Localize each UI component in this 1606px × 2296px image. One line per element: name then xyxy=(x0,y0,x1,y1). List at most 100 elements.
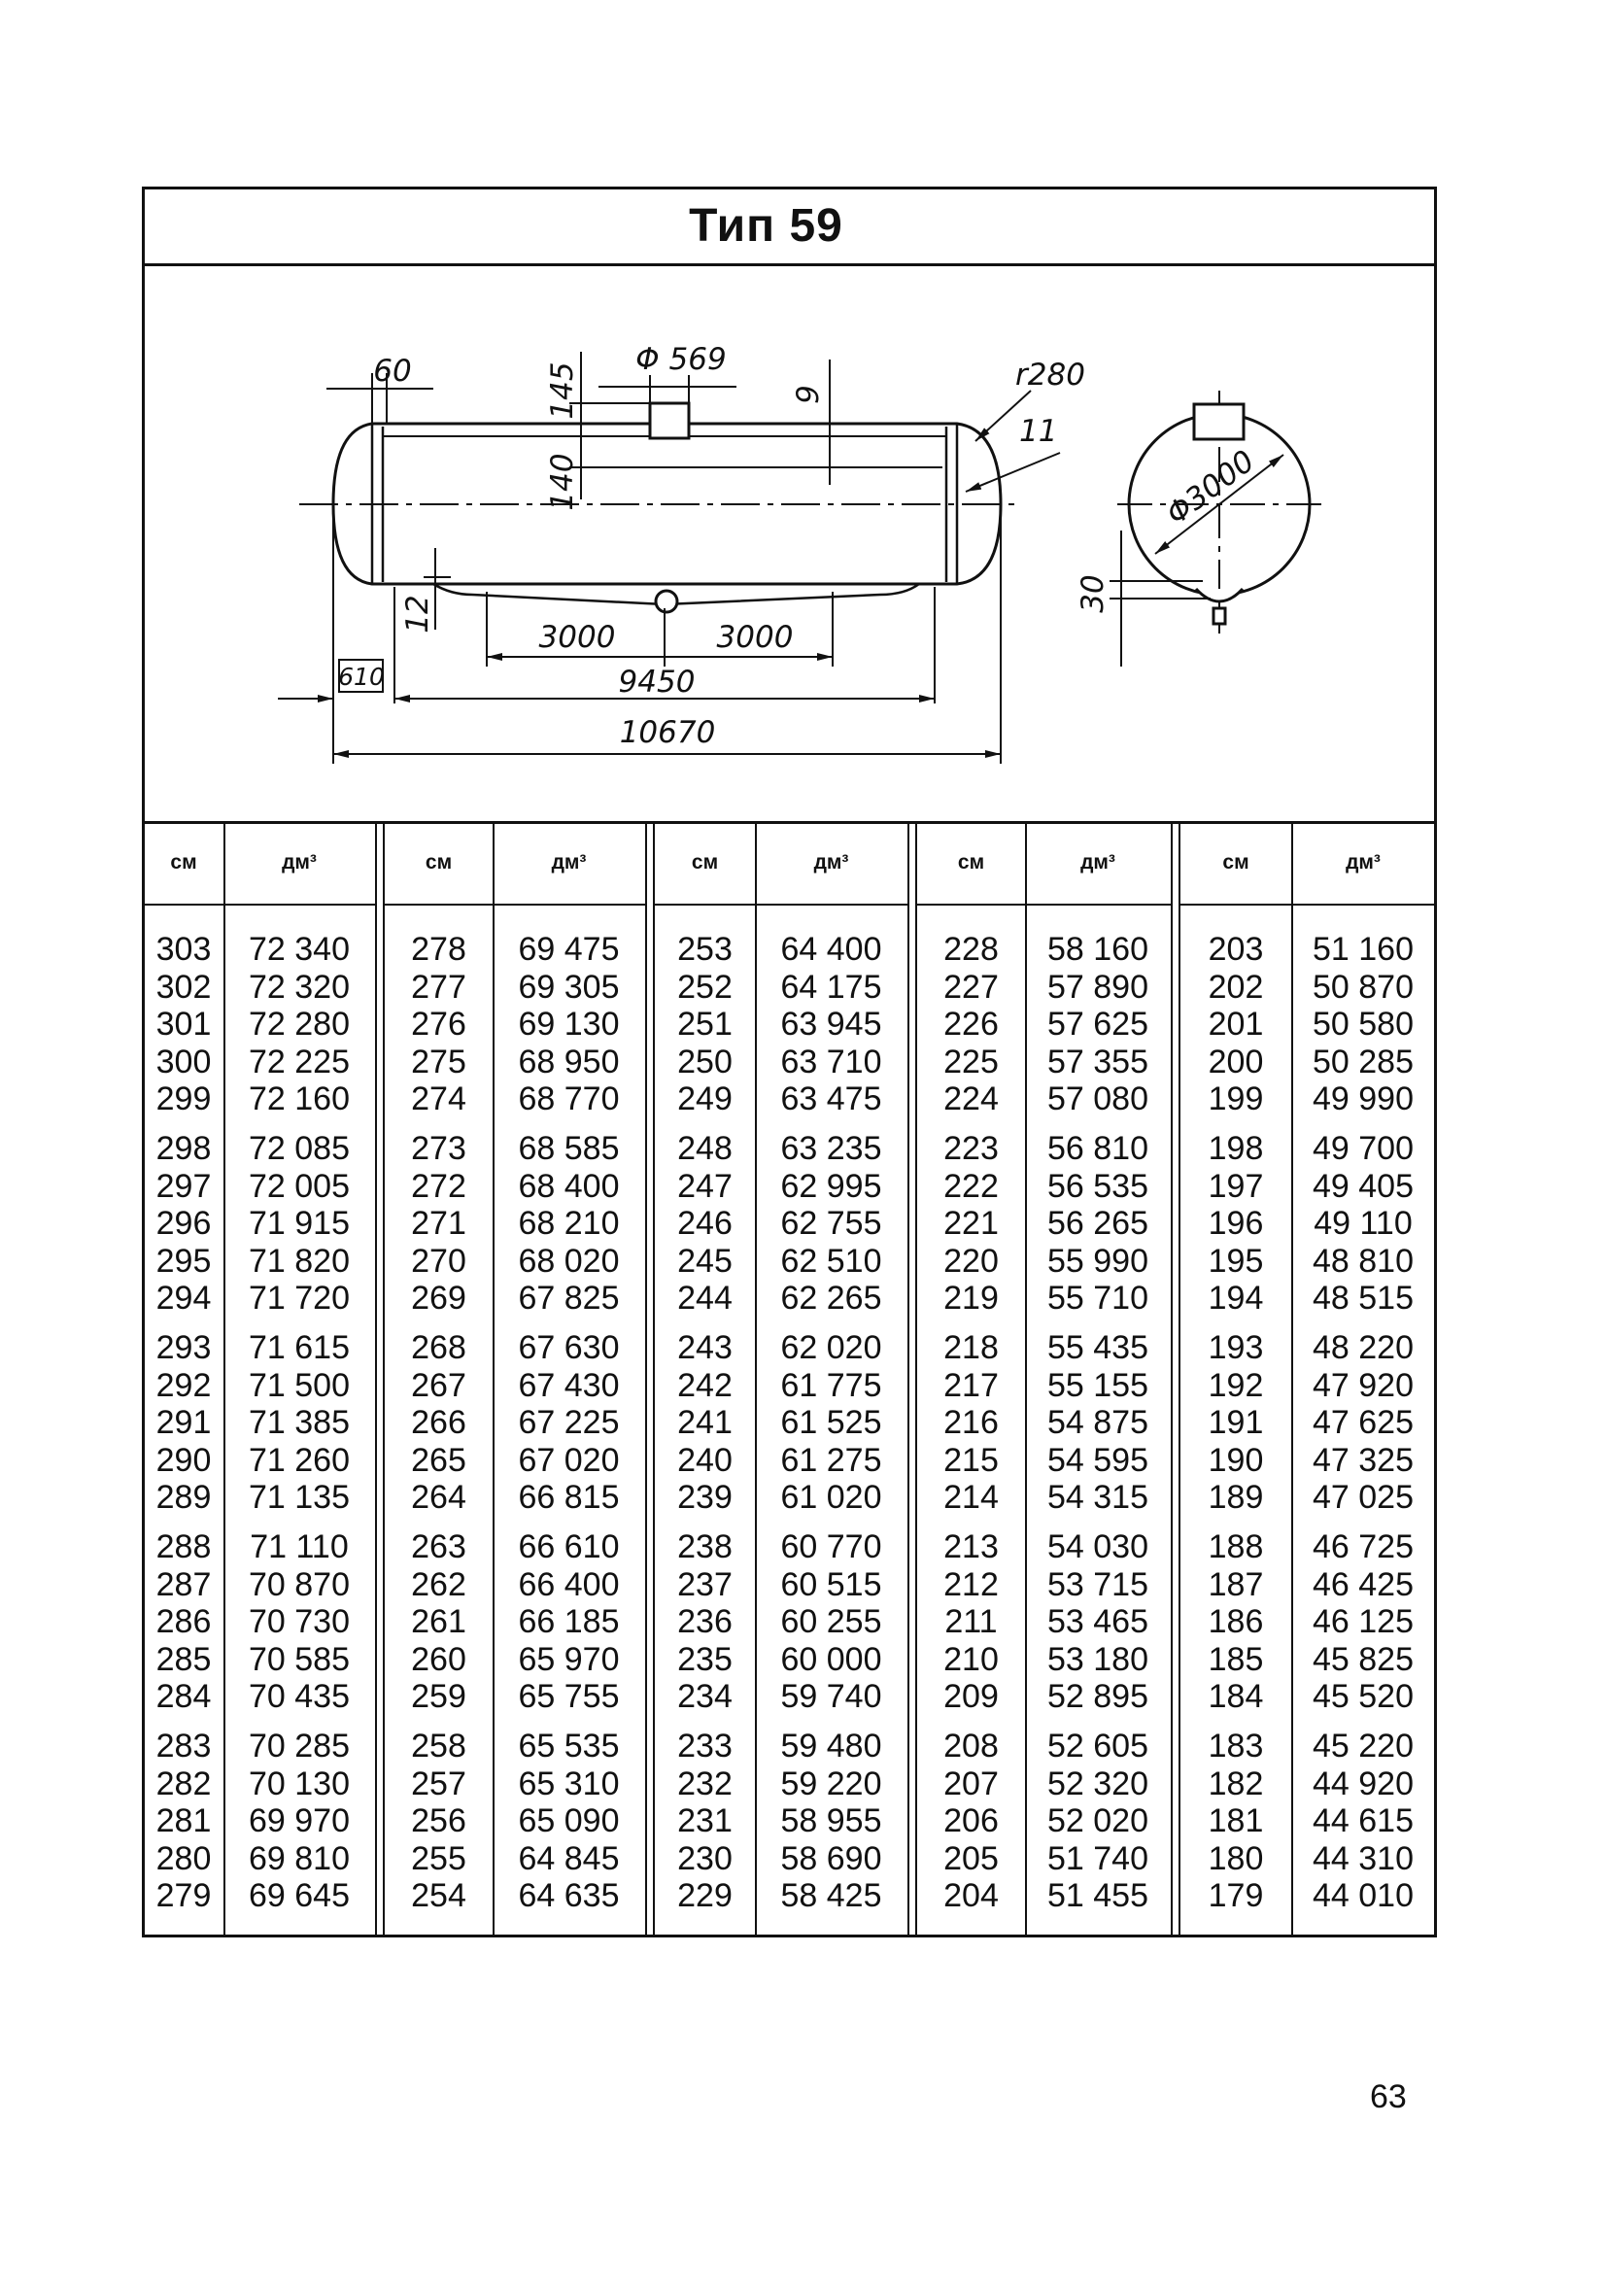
cell-cm: 193 xyxy=(1208,1329,1264,1366)
cell-dm3: 52 020 xyxy=(1047,1802,1148,1839)
cell-dm3: 60 770 xyxy=(780,1528,882,1565)
cell-dm3: 66 815 xyxy=(518,1479,620,1516)
cell-dm3: 68 585 xyxy=(518,1130,620,1167)
cell-dm3: 57 080 xyxy=(1047,1080,1148,1117)
cell-cm: 209 xyxy=(943,1678,999,1715)
label-30: 30 xyxy=(1076,574,1111,612)
cell-dm3: 72 280 xyxy=(249,1006,350,1043)
cell-cm: 302 xyxy=(155,968,212,1006)
cell-cm: 188 xyxy=(1208,1528,1264,1565)
cell-dm3: 67 430 xyxy=(518,1366,620,1404)
dim-r280-leader xyxy=(974,390,1032,442)
cell-cm: 288 xyxy=(155,1528,212,1565)
cell-dm3: 53 465 xyxy=(1047,1603,1148,1640)
page-number: 63 xyxy=(1370,2078,1407,2115)
header-dm3: дм³ xyxy=(1080,851,1115,874)
cell-cm: 246 xyxy=(677,1205,733,1242)
cell-dm3: 61 525 xyxy=(780,1404,882,1441)
cell-dm3: 66 185 xyxy=(518,1603,620,1640)
cell-cm: 187 xyxy=(1208,1565,1264,1603)
cell-cm: 289 xyxy=(155,1479,212,1516)
cell-cm: 279 xyxy=(155,1877,212,1914)
cell-dm3: 57 890 xyxy=(1047,968,1148,1006)
cell-dm3: 64 845 xyxy=(518,1839,620,1877)
cell-dm3: 58 955 xyxy=(780,1802,882,1839)
header-cm: см xyxy=(957,851,985,874)
cell-cm: 287 xyxy=(155,1565,212,1603)
cell-cm: 240 xyxy=(677,1441,733,1479)
cell-dm3: 44 010 xyxy=(1313,1877,1414,1914)
cell-dm3: 45 220 xyxy=(1313,1728,1414,1765)
cell-dm3: 52 320 xyxy=(1047,1765,1148,1802)
side-view-dimensions xyxy=(278,352,1061,764)
cell-cm: 296 xyxy=(155,1205,212,1242)
cell-dm3: 68 210 xyxy=(518,1205,620,1242)
cell-cm: 192 xyxy=(1208,1366,1264,1404)
cell-cm: 286 xyxy=(155,1603,212,1640)
cell-cm: 299 xyxy=(155,1080,212,1117)
cell-dm3: 72 160 xyxy=(249,1080,350,1117)
cell-cm: 197 xyxy=(1208,1167,1264,1205)
cell-dm3: 70 870 xyxy=(249,1565,350,1603)
label-140: 140 xyxy=(545,453,580,510)
cell-cm: 196 xyxy=(1208,1205,1264,1242)
cell-dm3: 68 950 xyxy=(518,1043,620,1080)
cell-dm3: 62 995 xyxy=(780,1167,882,1205)
cell-cm: 250 xyxy=(677,1043,733,1080)
end-view-diameter-line xyxy=(1154,454,1284,555)
cell-dm3: 59 740 xyxy=(780,1678,882,1715)
cell-cm: 282 xyxy=(155,1765,212,1802)
cell-cm: 238 xyxy=(677,1528,733,1565)
cell-cm: 194 xyxy=(1208,1280,1264,1317)
cell-cm: 292 xyxy=(155,1366,212,1404)
cell-cm: 235 xyxy=(677,1640,733,1678)
cell-cm: 278 xyxy=(411,931,466,968)
cell-dm3: 70 585 xyxy=(249,1640,350,1678)
cell-dm3: 57 625 xyxy=(1047,1006,1148,1043)
cell-cm: 201 xyxy=(1208,1006,1264,1043)
